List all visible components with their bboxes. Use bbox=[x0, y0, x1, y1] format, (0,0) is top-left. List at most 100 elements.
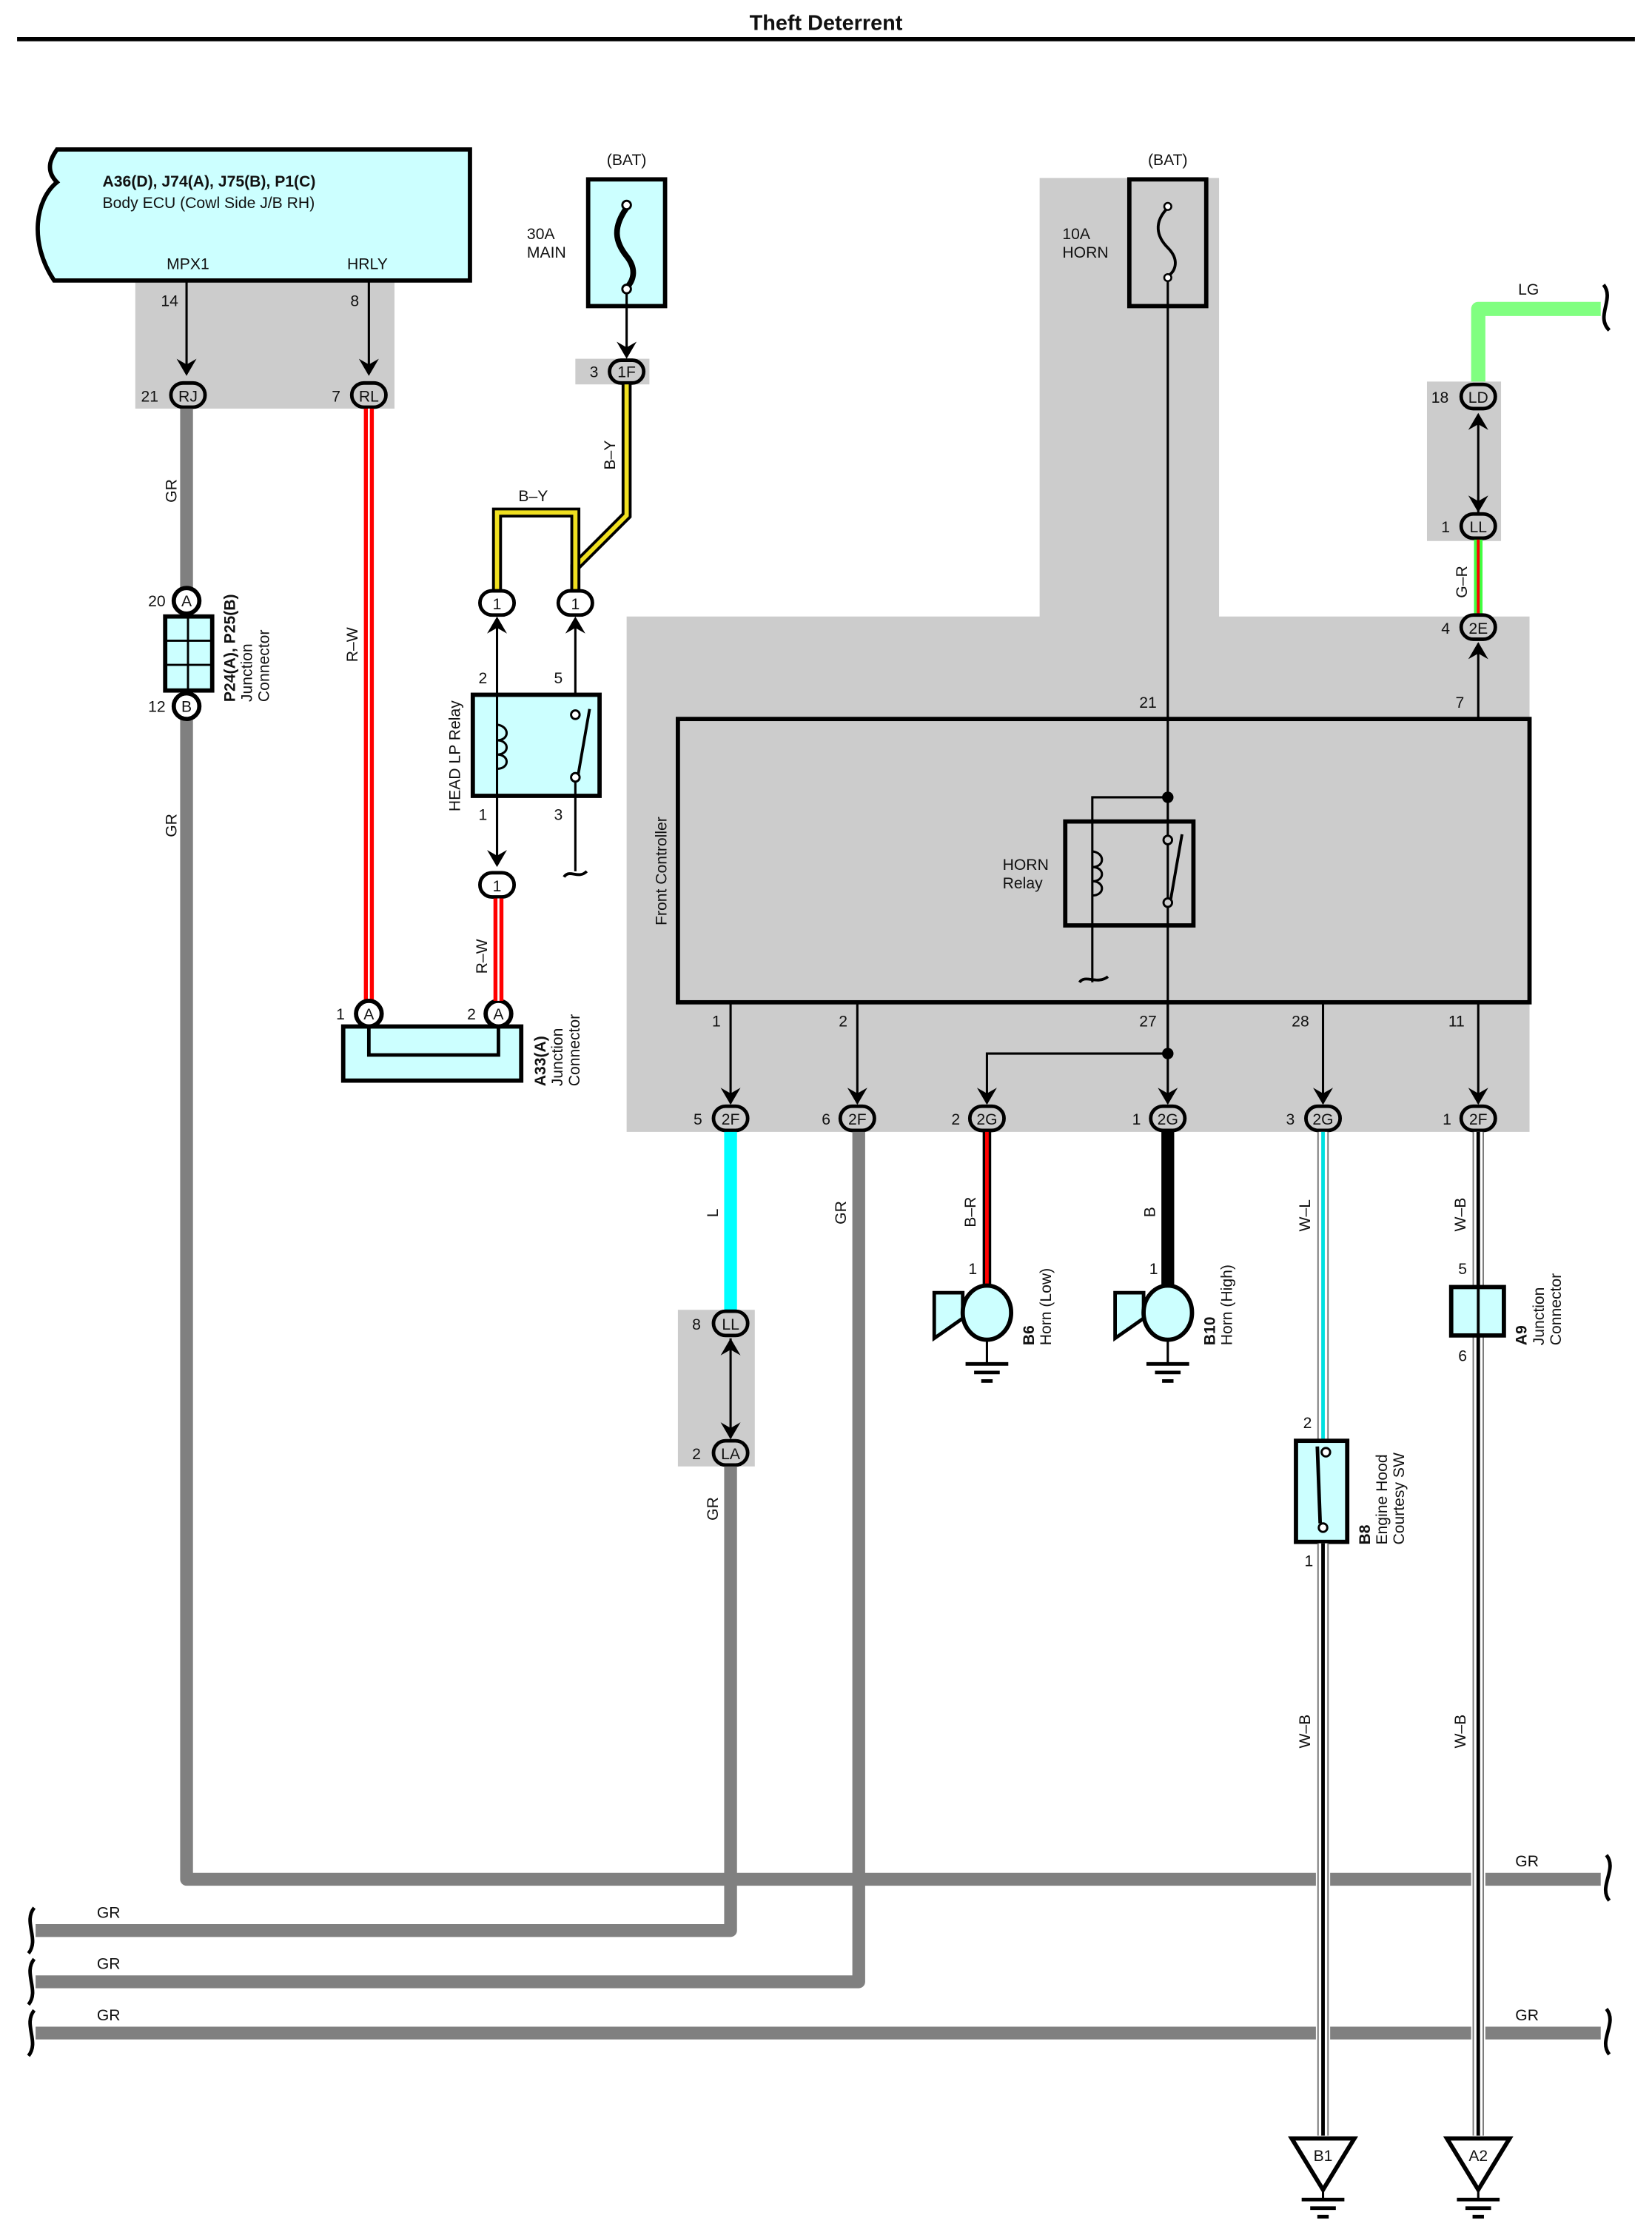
wire-lg bbox=[1471, 301, 1601, 382]
svg-text:B8: B8 bbox=[1357, 1524, 1374, 1544]
svg-text:RL: RL bbox=[359, 388, 379, 405]
arrow-icon bbox=[1468, 495, 1488, 513]
svg-text:Connector: Connector bbox=[566, 1014, 583, 1087]
wire-label-w-b: W–B bbox=[1297, 1715, 1314, 1749]
svg-text:(BAT): (BAT) bbox=[1148, 152, 1188, 169]
wire-label-g-r: G–R bbox=[1454, 566, 1471, 597]
body-ecu: A36(D), J74(A), J75(B), P1(C) Body ECU (… bbox=[36, 147, 472, 283]
wire-label-lg: LG bbox=[1518, 281, 1539, 298]
svg-text:Courtesy SW: Courtesy SW bbox=[1391, 1453, 1408, 1545]
ecu-pin-label-mpx1: MPX1 bbox=[167, 255, 209, 272]
head-lp-relay: 1 1 2 5 1 3 HEAD LP Relay 1 bbox=[446, 589, 602, 899]
conn-2f-5: 2F 5 bbox=[694, 1104, 750, 1133]
wire-gr-mpx1 bbox=[180, 408, 1601, 1886]
ground-a2: A2 bbox=[1443, 2136, 1514, 2219]
horn-low-pin: 1 bbox=[968, 1261, 977, 1278]
wire-b-y bbox=[491, 384, 632, 590]
svg-text:2: 2 bbox=[1303, 1415, 1312, 1432]
arrow-icon bbox=[358, 358, 379, 376]
svg-text:1: 1 bbox=[1443, 1111, 1451, 1128]
arrow-icon bbox=[1468, 412, 1488, 430]
wire-label-gr: GR bbox=[833, 1201, 850, 1225]
engine-hood-courtesy-switch: 2 1 B8 Engine Hood Courtesy SW bbox=[1294, 1415, 1408, 1570]
svg-text:B1: B1 bbox=[1314, 2148, 1333, 2165]
svg-text:1: 1 bbox=[1305, 1552, 1314, 1570]
ecu-pin-8: 8 bbox=[350, 292, 359, 309]
svg-text:3: 3 bbox=[590, 364, 599, 381]
svg-text:B: B bbox=[181, 699, 192, 716]
wire-label-b-r: B–R bbox=[962, 1197, 979, 1227]
engine-room-jb-block bbox=[626, 178, 1530, 1132]
svg-text:2G: 2G bbox=[1158, 1111, 1178, 1128]
svg-text:Front Controller: Front Controller bbox=[653, 817, 670, 925]
svg-text:2: 2 bbox=[951, 1111, 960, 1128]
svg-text:1: 1 bbox=[712, 1014, 721, 1031]
svg-text:Horn (High): Horn (High) bbox=[1218, 1264, 1235, 1345]
svg-text:1: 1 bbox=[493, 878, 502, 895]
svg-text:1: 1 bbox=[571, 596, 580, 613]
svg-text:8: 8 bbox=[692, 1316, 701, 1333]
wire-label-gr: GR bbox=[1515, 1853, 1539, 1870]
svg-text:LL: LL bbox=[1469, 519, 1487, 536]
svg-text:21: 21 bbox=[141, 388, 158, 405]
svg-text:HORN: HORN bbox=[1062, 244, 1108, 261]
svg-text:A33(A): A33(A) bbox=[532, 1036, 549, 1086]
conn-ll-la: LL 8 LA 2 bbox=[692, 1309, 750, 1467]
svg-text:2: 2 bbox=[839, 1014, 847, 1031]
svg-text:LL: LL bbox=[722, 1316, 739, 1333]
page-title: Theft Deterrent bbox=[750, 11, 903, 35]
svg-text:1: 1 bbox=[479, 807, 488, 824]
svg-text:A9: A9 bbox=[1514, 1325, 1531, 1345]
svg-text:A: A bbox=[181, 593, 192, 610]
horn-low: B6 Horn (Low) bbox=[932, 1268, 1055, 1383]
wire-label-rw: R–W bbox=[474, 939, 491, 974]
title-rule bbox=[17, 37, 1635, 41]
svg-text:1: 1 bbox=[1441, 519, 1450, 536]
svg-text:A: A bbox=[493, 1006, 504, 1023]
svg-text:21: 21 bbox=[1139, 694, 1157, 711]
wire-label-gr: GR bbox=[97, 1904, 121, 1921]
svg-text:30A: 30A bbox=[527, 226, 556, 243]
wire-break-icon bbox=[1602, 284, 1611, 332]
ecu-pin-14: 14 bbox=[161, 292, 178, 309]
svg-text:HEAD LP Relay: HEAD LP Relay bbox=[446, 700, 463, 811]
svg-text:20: 20 bbox=[148, 593, 166, 610]
conn-2f-1: 2F 1 bbox=[1443, 1104, 1497, 1133]
svg-text:2G: 2G bbox=[976, 1111, 997, 1128]
junction-connector-a33: A 1 A 2 A33(A) Junction Connector bbox=[336, 999, 583, 1087]
horn-high-pin: 1 bbox=[1149, 1261, 1158, 1278]
svg-text:6: 6 bbox=[822, 1111, 830, 1128]
conn-1f: 1F 3 bbox=[590, 358, 646, 385]
wire-label-b-y: B–Y bbox=[518, 488, 548, 505]
fuse-30a-main: (BAT) 30A MAIN bbox=[527, 152, 668, 309]
svg-text:1F: 1F bbox=[617, 364, 636, 381]
conn-2e: 2E 4 bbox=[1441, 613, 1497, 641]
svg-text:Connector: Connector bbox=[1548, 1273, 1565, 1346]
svg-text:Engine Hood: Engine Hood bbox=[1374, 1454, 1391, 1544]
wire-label-w-b: W–B bbox=[1452, 1715, 1469, 1749]
conn-rl: RL 7 bbox=[332, 381, 388, 409]
svg-text:18: 18 bbox=[1431, 389, 1449, 406]
svg-text:P24(A), P25(B): P24(A), P25(B) bbox=[221, 594, 238, 702]
svg-text:12: 12 bbox=[148, 699, 166, 716]
svg-text:B6: B6 bbox=[1021, 1325, 1038, 1345]
svg-text:Junction: Junction bbox=[239, 643, 256, 702]
svg-text:1: 1 bbox=[336, 1006, 345, 1023]
svg-text:(BAT): (BAT) bbox=[607, 152, 647, 169]
conn-2f-6: 2F 6 bbox=[822, 1104, 876, 1133]
svg-text:RJ: RJ bbox=[178, 388, 198, 405]
wire-label-b: B bbox=[1141, 1207, 1158, 1217]
svg-text:28: 28 bbox=[1292, 1014, 1309, 1031]
svg-text:2: 2 bbox=[467, 1006, 476, 1023]
ecu-pin-label-hrly: HRLY bbox=[347, 255, 388, 272]
svg-text:7: 7 bbox=[332, 388, 340, 405]
svg-text:5: 5 bbox=[554, 670, 563, 687]
horn-high: B10 Horn (High) bbox=[1113, 1264, 1235, 1383]
svg-text:1: 1 bbox=[493, 596, 502, 613]
svg-text:27: 27 bbox=[1139, 1014, 1157, 1031]
wire-label-gr: GR bbox=[164, 814, 181, 837]
wire-label-gr: GR bbox=[705, 1497, 722, 1521]
svg-text:A: A bbox=[363, 1006, 375, 1023]
svg-text:LD: LD bbox=[1468, 389, 1488, 406]
ecu-name-label: Body ECU (Cowl Side J/B RH) bbox=[103, 195, 315, 212]
